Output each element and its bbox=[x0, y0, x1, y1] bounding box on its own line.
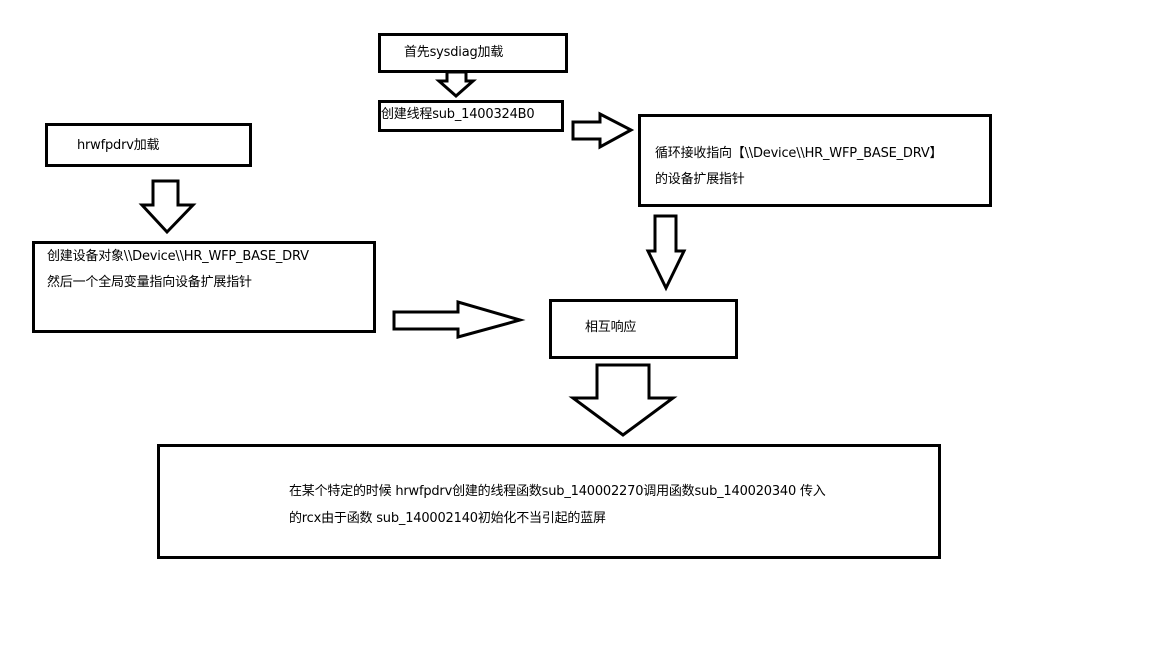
node-hrwfpdrv-load bbox=[45, 123, 252, 167]
node-sysdiag-load bbox=[378, 33, 568, 73]
node-mutual-response-label: 相互响应 bbox=[585, 320, 637, 335]
node-loop-receive-line-1: 循环接收指向【\\Device\\HR_WFP_BASE_DRV】 bbox=[655, 146, 943, 161]
node-mutual-response bbox=[549, 299, 738, 359]
node-loop-receive bbox=[638, 114, 992, 207]
node-loop-receive-line-2: 的设备扩展指针 bbox=[655, 172, 745, 187]
node-hrwfpdrv-load-label: hrwfpdrv加载 bbox=[77, 138, 160, 153]
node-create-thread bbox=[378, 100, 564, 132]
arrow-down-response-to-bsod bbox=[568, 363, 678, 437]
arrow-down-sysdiag-to-thread bbox=[435, 70, 477, 99]
arrow-right-thread-to-loop bbox=[571, 111, 635, 150]
node-bsod-cause bbox=[157, 444, 941, 559]
arrow-down-loop-to-response bbox=[645, 214, 687, 292]
node-create-device-line-1: 创建设备对象\\Device\\HR_WFP_BASE_DRV bbox=[47, 249, 309, 264]
node-bsod-cause-line-2: 的rcx由于函数 sub_140002140初始化不当引起的蓝屏 bbox=[289, 511, 606, 526]
node-sysdiag-load-label: 首先sysdiag加载 bbox=[404, 45, 504, 60]
node-create-thread-label: 创建线程sub_1400324B0 bbox=[381, 107, 535, 122]
node-create-device-line-2: 然后一个全局变量指向设备扩展指针 bbox=[47, 275, 252, 290]
node-create-device bbox=[32, 241, 376, 333]
node-bsod-cause-line-1: 在某个特定的时候 hrwfpdrv创建的线程函数sub_140002270调用函… bbox=[289, 484, 826, 499]
arrow-right-device-to-response bbox=[392, 300, 526, 339]
arrow-down-hrwfpdrv-to-device bbox=[138, 179, 197, 235]
